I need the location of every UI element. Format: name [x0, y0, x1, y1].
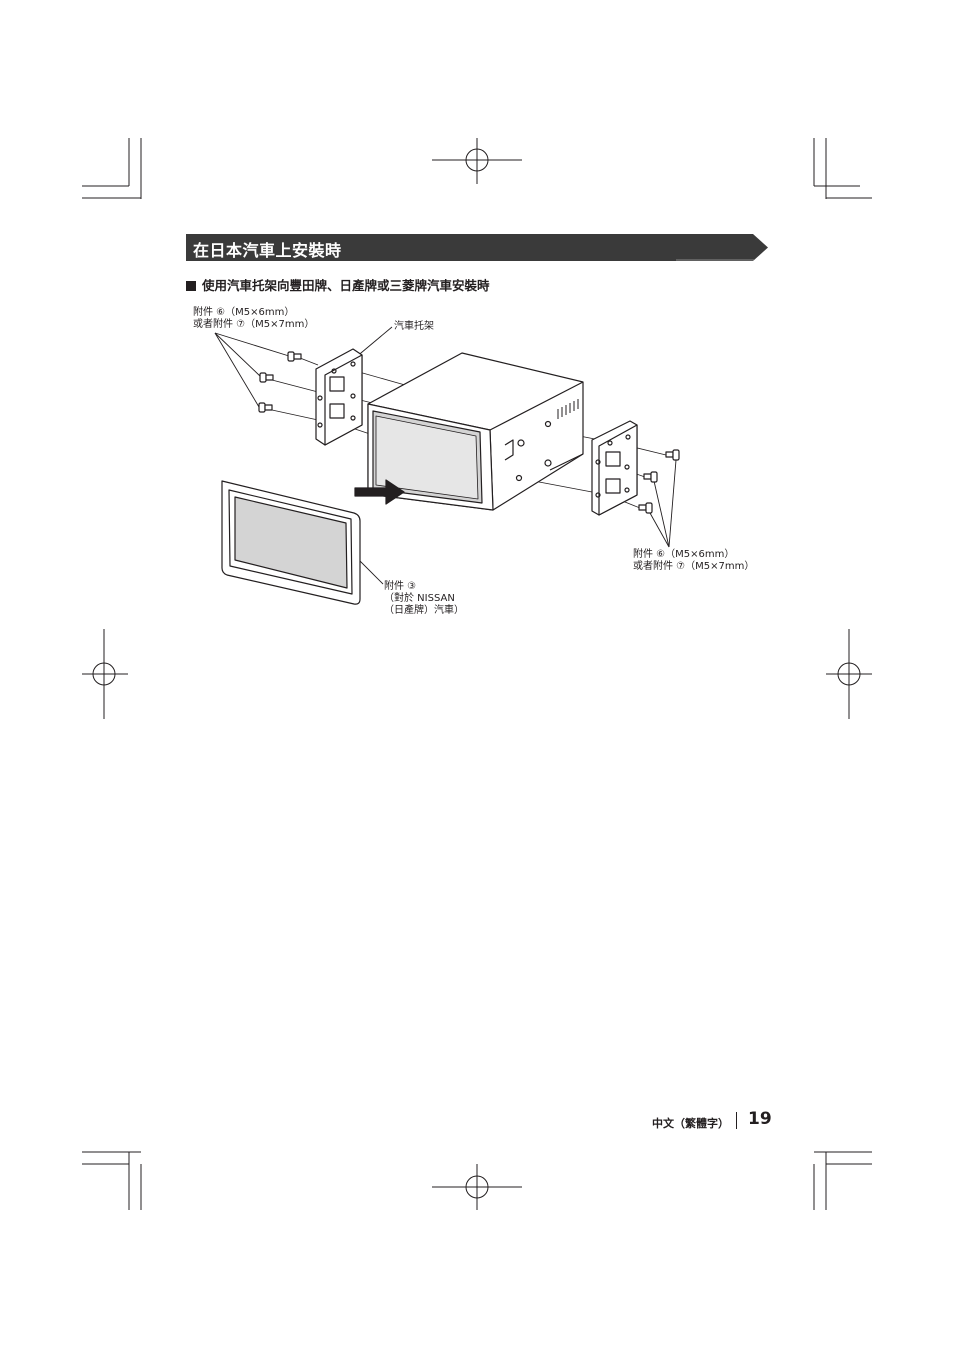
vent-slots	[557, 399, 579, 419]
installation-illustration	[214, 326, 680, 605]
subheading: 使用汽車托架向豐田牌、日產牌或三菱牌汽車安裝時	[186, 275, 490, 294]
callout-line: 或者附件 ⑦（M5×7mm）	[633, 561, 755, 572]
screw-icon	[287, 351, 302, 362]
callout-bracket: 汽車托架	[394, 321, 434, 332]
callout-line: （日產牌）汽車）	[384, 605, 464, 616]
trim-frame	[221, 480, 361, 605]
registration-mark-left	[82, 629, 128, 719]
screw-icon	[259, 372, 274, 383]
subheading-text: 使用汽車托架向豐田牌、日產牌或三菱牌汽車安裝時	[202, 278, 490, 293]
page-number: 19	[748, 1109, 772, 1129]
registration-mark-top	[432, 138, 522, 184]
callout-screws-right: 附件 ⑥（M5×6mm） 或者附件 ⑦（M5×7mm）	[633, 549, 754, 573]
screw-icon	[665, 449, 680, 461]
registration-mark-right	[826, 629, 872, 719]
section-title-bar	[186, 234, 768, 261]
callout-line: 附件 ⑥（M5×6mm）	[633, 549, 735, 560]
bullet-square-icon	[186, 281, 196, 291]
arrow-right-icon	[354, 479, 405, 505]
section-title: 在日本汽車上安裝時	[193, 241, 342, 260]
screw-icon	[638, 502, 653, 514]
footer-divider	[736, 1112, 737, 1129]
footer-language: 中文（繁體字）	[652, 1117, 729, 1130]
callout-line: 附件 ③	[384, 581, 417, 592]
callout-line: （對於 NISSAN	[384, 593, 455, 604]
left-mounting-bracket	[315, 348, 363, 446]
screw-icon	[643, 471, 658, 483]
right-mounting-bracket	[591, 420, 638, 516]
head-unit-chassis	[367, 352, 584, 511]
callout-line: 附件 ⑥（M5×6mm）	[193, 307, 295, 318]
callout-screws-left: 附件 ⑥（M5×6mm） 或者附件 ⑦（M5×7mm）	[193, 307, 314, 331]
leader-lines	[214, 326, 677, 585]
callout-line: 或者附件 ⑦（M5×7mm）	[193, 319, 315, 330]
screw-icon	[258, 402, 273, 413]
registration-mark-bottom	[432, 1164, 522, 1210]
callout-frame: 附件 ③ （對於 NISSAN （日產牌）汽車）	[384, 581, 464, 617]
